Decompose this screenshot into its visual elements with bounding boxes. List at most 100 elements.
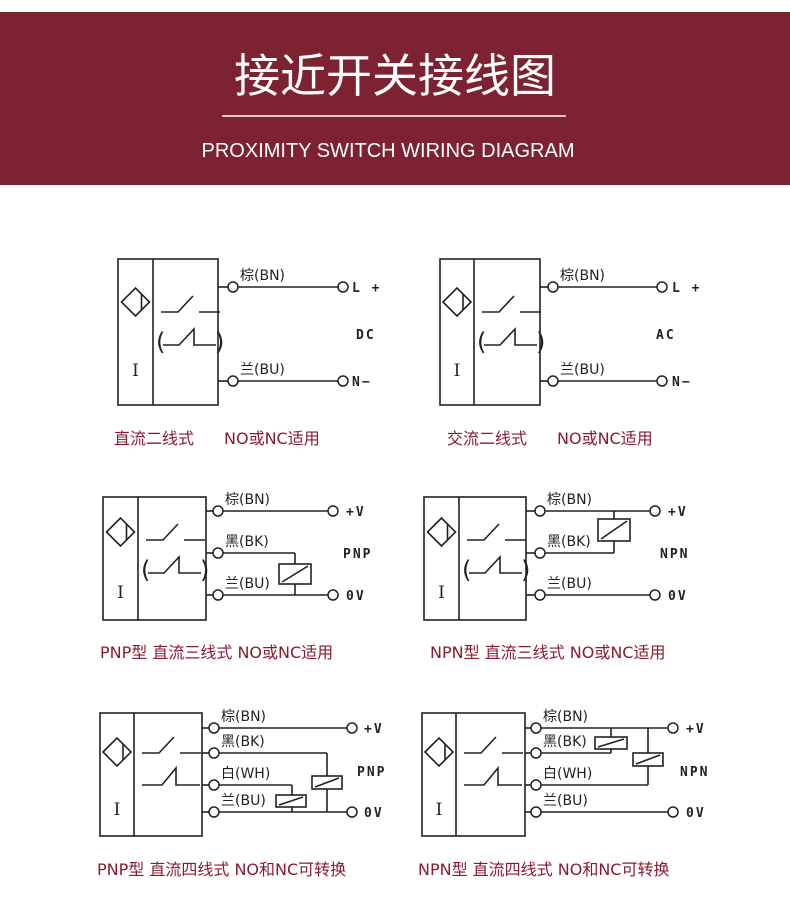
type-label: AC: [656, 328, 676, 343]
terminal-circle: [212, 505, 224, 517]
page-title: 接近开关接线图: [234, 49, 556, 103]
wire-label: 黑(BK): [547, 534, 591, 550]
wire-label: 白(WH): [221, 766, 270, 782]
wire-label: 黑(BK): [543, 734, 587, 750]
terminal-label: N−: [672, 375, 692, 390]
paren-close: ): [200, 556, 209, 584]
diagram-caption: 交流二线式: [447, 429, 527, 448]
wire-label: 黑(BK): [225, 534, 269, 550]
sensor-diamond: [441, 286, 473, 318]
terminal-circle: [530, 722, 542, 734]
sensor-body: [99, 712, 203, 837]
terminal-label: +V: [686, 722, 706, 737]
relay-diagonal: [635, 754, 661, 765]
terminal-circle: [530, 806, 542, 818]
no-contact: [142, 736, 175, 754]
switch-contacts-icon: (): [462, 523, 530, 584]
terminal-circle: [208, 747, 220, 759]
page-subtitle: PROXIMITY SWITCH WIRING DIAGRAM: [202, 140, 575, 162]
wire-label: 兰(BU): [543, 793, 588, 809]
relay-box: [275, 794, 307, 808]
return-terminal: [649, 589, 661, 601]
terminal-label: 0V: [346, 589, 366, 604]
paren-open: (: [462, 556, 471, 584]
switch-contacts-icon: [142, 736, 201, 786]
diagram-caption: PNP型 直流三线式 NO或NC适用: [100, 643, 333, 662]
terminal-circle: [212, 589, 224, 601]
supply-terminal: [649, 505, 661, 517]
sensor-mark-label: I: [132, 361, 139, 381]
diagram-caption: NPN型 直流四线式 NO和NC可转换: [418, 860, 669, 879]
proximity-sensor-icon: [441, 286, 473, 318]
relay-coil-icon: [594, 736, 628, 750]
proximity-sensor-icon: [101, 736, 133, 768]
terminal-circle: [547, 281, 559, 293]
terminal-circle: [534, 589, 546, 601]
wire-label: 棕(BN): [560, 268, 605, 284]
relay-coil-icon: [311, 775, 343, 790]
supply-terminal: [327, 505, 339, 517]
sensor-diamond: [426, 516, 457, 548]
supply-terminal: [656, 281, 668, 293]
nc-contact: [163, 326, 216, 346]
type-label: PNP: [343, 547, 372, 562]
diagram-caption: NO或NC适用: [557, 429, 653, 448]
type-label: NPN: [680, 765, 709, 780]
terminal-label: N−: [352, 375, 372, 390]
paren-close: ): [215, 328, 224, 356]
terminal-circle: [530, 779, 542, 791]
paren-open: (: [477, 328, 486, 356]
terminal-circle: [227, 375, 239, 387]
return-terminal: [337, 375, 349, 387]
type-label: NPN: [660, 547, 689, 562]
return-terminal: [667, 806, 679, 818]
supply-terminal: [667, 722, 679, 734]
terminal-circle: [534, 505, 546, 517]
wire-label: 兰(BU): [240, 362, 285, 378]
terminal-circle: [547, 375, 559, 387]
sensor-mark-label: I: [436, 800, 443, 820]
sensor-body: [423, 496, 527, 621]
terminal-circle: [208, 722, 220, 734]
wire-label: 兰(BU): [560, 362, 605, 378]
relay-diagonal: [597, 738, 625, 748]
sensor-diamond: [423, 736, 455, 768]
wire-label: 兰(BU): [547, 576, 592, 592]
paren-open: (: [141, 556, 150, 584]
wire-label: 黑(BK): [221, 734, 265, 750]
wire-label: 棕(BN): [547, 492, 592, 508]
terminal-label: +V: [346, 505, 366, 520]
supply-terminal: [337, 281, 349, 293]
wire-label: 棕(BN): [225, 492, 270, 508]
no-contact: [482, 295, 515, 313]
relay-coil-icon: [632, 752, 664, 767]
wire-label: 兰(BU): [221, 793, 266, 809]
nc-contact: [148, 554, 201, 574]
nc-contact: [484, 326, 537, 346]
paren-close: ): [521, 556, 530, 584]
nc-contact: [464, 765, 522, 786]
sensor-body: [102, 496, 207, 621]
type-label: PNP: [357, 765, 386, 780]
terminal-label: 0V: [686, 806, 706, 821]
header-banner: [0, 12, 790, 185]
proximity-sensor-icon: [423, 736, 455, 768]
wire-label: 兰(BU): [225, 576, 270, 592]
terminal-label: 0V: [364, 806, 384, 821]
terminal-circle: [227, 281, 239, 293]
sensor-body: [421, 712, 526, 837]
relay-diagonal: [314, 777, 340, 788]
sensor-mark-label: I: [454, 361, 461, 381]
terminal-label: +V: [668, 505, 688, 520]
relay-coil-icon: [278, 563, 312, 585]
diagram-caption: NO或NC适用: [224, 429, 320, 448]
wire-label: 白(WH): [543, 766, 592, 782]
switch-contacts-icon: (): [141, 523, 209, 584]
relay-diagonal: [278, 796, 304, 806]
terminal-label: 0V: [668, 589, 688, 604]
